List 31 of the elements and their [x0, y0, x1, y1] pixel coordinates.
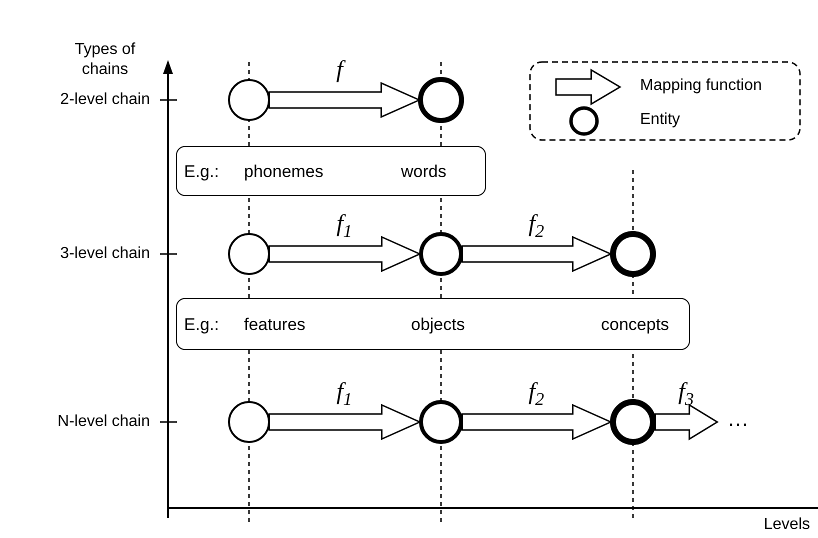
function-label: f$_{2}$: [528, 380, 544, 408]
mapping-arrow: [268, 404, 422, 440]
entity-circle: [418, 77, 464, 123]
example-text: phonemes: [244, 162, 324, 182]
entity-circle: [228, 78, 270, 122]
example-text: concepts: [601, 315, 670, 335]
mapping-arrow: [462, 236, 613, 272]
function-label: f$_{1}$: [336, 212, 352, 240]
example-box: [176, 298, 690, 350]
mapping-arrow: [462, 404, 613, 440]
mapping-arrow: [268, 236, 422, 272]
row-label: N-level chain: [56, 412, 150, 432]
entity-circle: [228, 232, 270, 276]
example-text: features: [244, 315, 306, 335]
legend-label: Mapping function: [640, 77, 762, 95]
example-text: words: [401, 162, 446, 182]
entity-circle: [228, 400, 270, 444]
example-text: objects: [411, 315, 465, 335]
row-label: 2-level chain: [59, 90, 150, 110]
axis-title: Types of chains: [74, 40, 136, 80]
axis-title: Levels: [762, 515, 810, 535]
legend-label: Entity: [640, 111, 680, 129]
function-label: f$_{3}$: [678, 380, 694, 408]
example-text: E.g.:: [184, 315, 219, 335]
ellipsis: …: [727, 409, 750, 429]
function-label: f$_{1}$: [336, 380, 352, 408]
mapping-arrow: [654, 404, 719, 440]
function-label: f$_{2}$: [528, 212, 544, 240]
example-text: E.g.:: [184, 162, 219, 182]
example-box: [176, 146, 486, 196]
row-label: 3-level chain: [59, 244, 150, 264]
